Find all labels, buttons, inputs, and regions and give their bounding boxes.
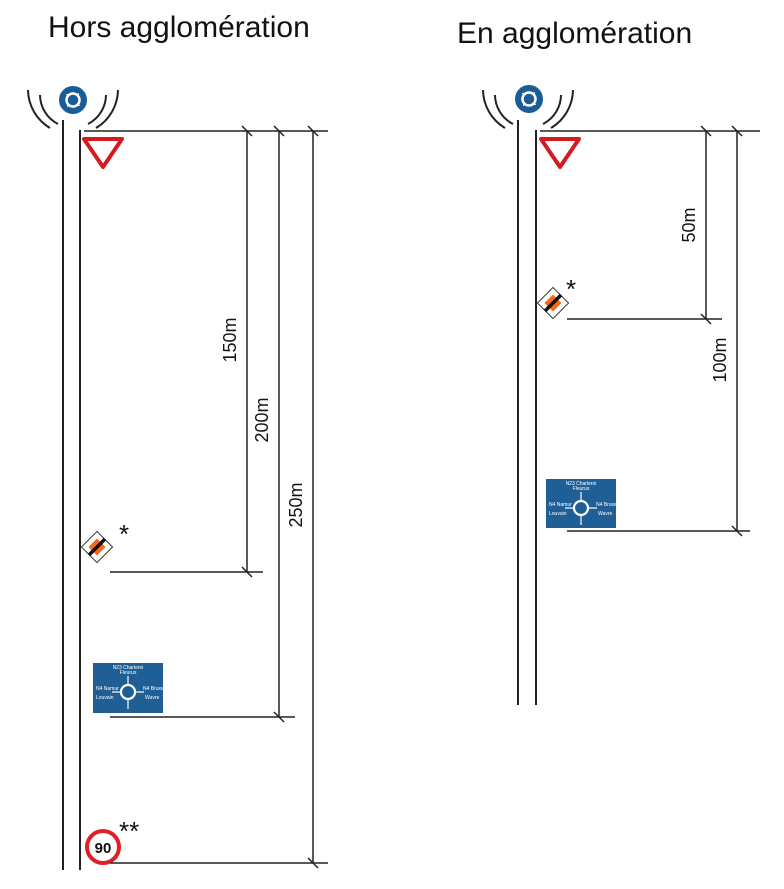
yield-icon	[539, 137, 581, 169]
speed-limit-value: 90	[95, 840, 112, 857]
roundabout-arcs	[482, 89, 574, 129]
panel-title: En agglomération	[457, 17, 692, 50]
marker-asterisk: *	[119, 519, 129, 549]
direction-sign-icon: N23 Charleroi Fleurus N4 Namur Louvain N…	[93, 663, 172, 713]
yield-icon	[82, 137, 124, 169]
dimension-label: 200m	[252, 397, 272, 442]
roundabout-icon	[513, 83, 545, 115]
sign-text-left: N4 Namur	[96, 686, 119, 692]
sign-text-top-sub: Fleurus	[120, 670, 137, 676]
sign-text-left: N4 Namur	[549, 502, 572, 508]
sign-text-top-sub: Fleurus	[573, 486, 590, 492]
sign-text-right: N4 Bruxelles	[143, 686, 172, 692]
dimension-150m: 150m	[220, 125, 253, 578]
sign-text-right: N4 Bruxelles	[596, 502, 625, 508]
panel-title: Hors agglomération	[48, 11, 310, 44]
marker-double-asterisk: **	[119, 816, 139, 846]
dimension-label: 150m	[220, 317, 240, 362]
dimension-50m: 50m	[679, 125, 712, 325]
sign-text-right-sub: Wavre	[598, 511, 612, 517]
roundabout-arcs	[27, 89, 119, 129]
sign-text-top: N23 Charleroi	[566, 481, 597, 487]
sign-text-right-sub: Wavre	[145, 695, 159, 701]
sign-text-left-sub: Louvain	[96, 695, 114, 701]
sign-text-top: N23 Charleroi	[113, 665, 144, 671]
roundabout-icon	[57, 84, 89, 116]
dimension-label: 250m	[286, 482, 306, 527]
dimension-label: 100m	[710, 337, 730, 382]
end-of-priority-icon	[536, 286, 570, 320]
direction-sign-icon: N23 Charleroi Fleurus N4 Namur Louvain N…	[546, 479, 625, 528]
panel-hors-agglomeration: Hors agglomération 150m	[27, 11, 328, 870]
dimension-100m: 100m	[710, 125, 743, 537]
speed-limit-icon: 90	[85, 829, 121, 865]
dimension-250m: 250m	[286, 125, 319, 869]
dimension-label: 50m	[679, 207, 699, 242]
panel-en-agglomeration: En agglomération 50m 100m	[457, 17, 760, 705]
end-of-priority-icon	[80, 530, 114, 564]
dimension-200m: 200m	[252, 125, 285, 723]
sign-text-left-sub: Louvain	[549, 511, 567, 517]
marker-asterisk: *	[566, 274, 576, 304]
